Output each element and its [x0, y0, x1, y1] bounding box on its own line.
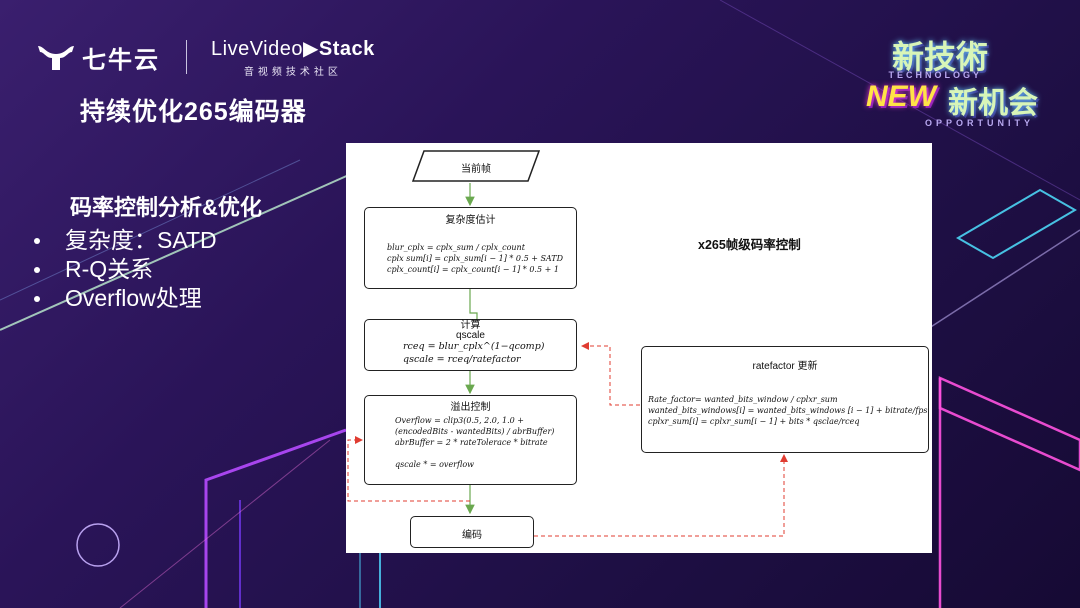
event-new: NEW — [866, 80, 936, 113]
overflow-box-title: 溢出控制 — [450, 402, 491, 413]
qscale-box-title: 计算 qscale — [456, 320, 485, 341]
bullet-dot — [34, 266, 40, 273]
brand-divider — [186, 40, 187, 74]
qscale-box: 计算 qscale rceq = blur_cplx^(1−qcomp) qsc… — [364, 319, 577, 371]
flowchart-panel: 当前帧 复杂度估计 blur_cplx = cplx_sum / cplx_co… — [346, 143, 932, 553]
bullet-dot — [34, 295, 40, 302]
event-logo: 新技術 TECHNOLOGY NEW 新机会 OPPORTUNITY — [860, 32, 1060, 132]
diagram-title: x265帧级码率控制 — [698, 238, 801, 252]
slide-subtitle: 码率控制分析&优化 — [70, 195, 262, 220]
ratefactor-box-title: ratefactor 更新 — [752, 361, 818, 372]
event-opportunity: OPPORTUNITY — [924, 118, 1034, 128]
dashed-arrow-encode-to-overflow — [347, 436, 470, 502]
complexity-formula: cplx sum[i] = cplx_sum[i − 1] * 0.5 + SA… — [387, 254, 564, 263]
complexity-box-title: 复杂度估计 — [445, 215, 496, 226]
ratefactor-formula: wanted_bits_windows[i] = wanted_bits_win… — [648, 406, 928, 415]
dashed-arrow-ratefactor-to-qscale — [581, 342, 640, 406]
encode-box: 编码 — [410, 516, 534, 548]
bullet-item: Overflow处理 — [34, 284, 217, 313]
livevideostack-subtitle: 音视频技术社区 — [243, 67, 342, 78]
ratefactor-formula: cplxr_sum[i] = cplxr_sum[i − 1] + bits *… — [648, 417, 860, 426]
bullet-item: 复杂度：SATD — [34, 226, 217, 255]
livevideostack-name: LiveVideo▶Stack — [211, 38, 375, 60]
start-node: 当前帧 — [412, 150, 540, 182]
qiniu-brand-name: 七牛云 — [82, 46, 160, 74]
bullet-list: 复杂度：SATD R-Q关系 Overflow处理 — [34, 226, 217, 313]
qiniu-logo-icon — [38, 46, 74, 70]
livevideostack-logo: LiveVideo▶Stack 音视频技术社区 — [211, 36, 375, 78]
start-node-label: 当前帧 — [461, 164, 491, 175]
overflow-formula: abrBuffer = 2 * rateTolerace * bitrate — [395, 438, 548, 447]
overflow-formula — [395, 448, 576, 459]
bullet-dot — [34, 237, 40, 244]
bullet-item: R-Q关系 — [34, 255, 217, 284]
complexity-box: 复杂度估计 blur_cplx = cplx_sum / cplx_count … — [364, 207, 577, 289]
qscale-formula: qscale = rceq/ratefactor — [403, 354, 521, 365]
brand-header: 七牛云 LiveVideo▶Stack 音视频技术社区 — [36, 36, 375, 78]
overflow-box: 溢出控制 Overflow = clip3(0.5, 2.0, 1.0 + (e… — [364, 395, 577, 485]
ratefactor-box: ratefactor 更新 Rate_factor= wanted_bits_w… — [641, 346, 929, 453]
ratefactor-formula: Rate_factor= wanted_bits_window / cplxr_… — [648, 395, 838, 404]
complexity-formula: blur_cplx = cplx_sum / cplx_count — [387, 243, 525, 252]
event-technology: TECHNOLOGY — [888, 70, 982, 80]
complexity-formula: cplx_count[i] = cplx_count[i − 1] * 0.5 … — [387, 265, 559, 274]
dashed-arrow-encode-to-ratefactor — [534, 454, 788, 537]
event-line1: 新技術 — [891, 38, 988, 76]
qscale-formula: rceq = blur_cplx^(1−qcomp) — [403, 341, 545, 352]
overflow-formula: Overflow = clip3(0.5, 2.0, 1.0 + — [395, 416, 524, 425]
event-line2: 新机会 — [948, 86, 1038, 121]
overflow-formula: qscale * = overflow — [395, 460, 474, 469]
encode-box-label: 编码 — [462, 530, 482, 541]
slide-title: 持续优化265编码器 — [80, 98, 307, 126]
overflow-formula: (encodedBits - wantedBits) / abrBuffer) — [395, 427, 555, 436]
